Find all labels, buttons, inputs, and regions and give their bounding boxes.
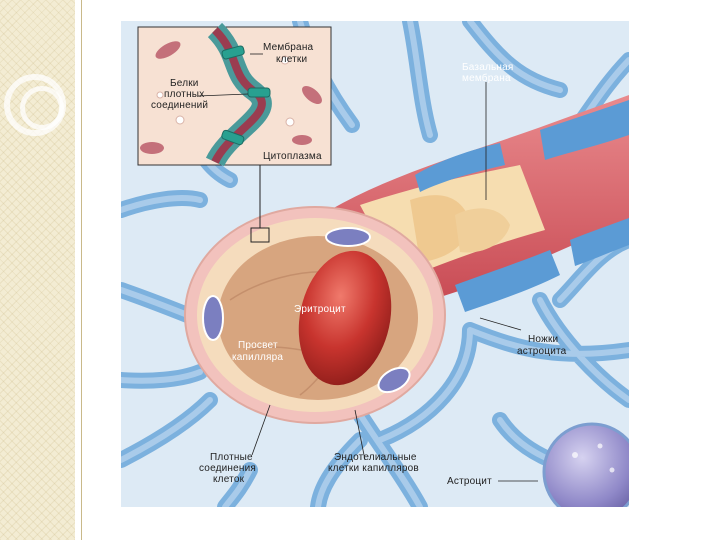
label-membrane-line2: клетки — [276, 54, 307, 65]
label-erythrocyte: Эритроцит — [294, 304, 346, 315]
label-lumen: Просвет — [238, 340, 278, 351]
label-endothelial-cells: Эндотелиальные — [334, 452, 417, 463]
vesicle — [176, 116, 184, 124]
label-proteins-line2: плотных — [164, 89, 204, 100]
astrocyte-organelle — [610, 468, 615, 473]
vesicle — [286, 118, 294, 126]
label-tight-junctions-line3: клеток — [213, 474, 245, 485]
label-astrocyte-feet: Ножки — [528, 334, 558, 345]
label-tight-junctions-line2: соединения — [199, 463, 256, 474]
tight-junction-protein — [248, 88, 270, 97]
mitochondrion — [292, 135, 312, 145]
label-astrocyte-feet-line2: астроцита — [517, 346, 567, 357]
label-astrocyte: Астроцит — [447, 476, 492, 487]
label-proteins-line3: соединений — [151, 100, 208, 111]
label-membrane: Мембрана — [263, 41, 314, 53]
mitochondrion — [140, 142, 164, 154]
astrocyte-organelle — [572, 452, 578, 458]
label-proteins: Белки — [170, 78, 199, 89]
label-basal-membrane: Базальная — [462, 62, 514, 73]
vesicle — [157, 92, 163, 98]
astrocyte-organelle — [598, 444, 603, 449]
label-cytoplasm: Цитоплазма — [263, 151, 322, 162]
astrocyte-cell-body — [544, 424, 640, 520]
label-tight-junctions: Плотные — [210, 452, 253, 463]
label-endothelial-cells-line2: клетки капилляров — [328, 463, 419, 474]
label-lumen-line2: капилляра — [232, 352, 283, 363]
endothelial-nucleus — [326, 228, 370, 246]
endothelial-nucleus — [203, 296, 223, 340]
label-basal-membrane-line2: мембрана — [462, 72, 511, 84]
